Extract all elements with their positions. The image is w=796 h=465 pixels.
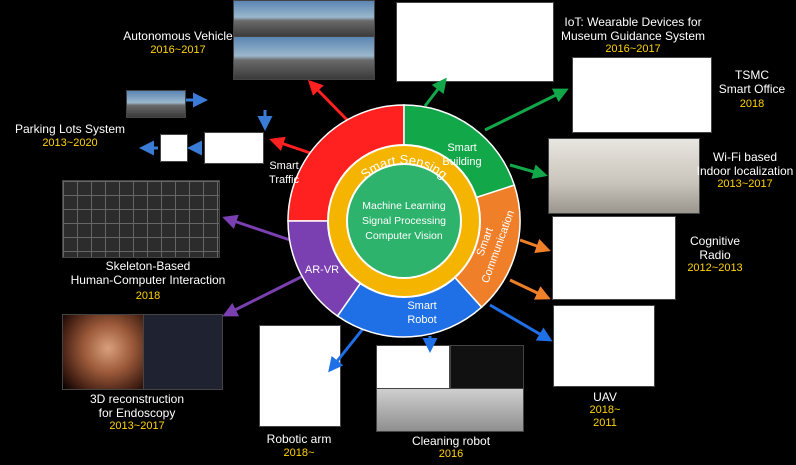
endoscopy-years: 2013~2017 xyxy=(109,420,165,432)
parking-years: 2013~2020 xyxy=(42,137,98,149)
iot-title: IoT: Wearable Devices for Museum Guidanc… xyxy=(560,15,706,43)
tsmc-smart-office-image xyxy=(572,57,712,133)
endoscopy-3d-image xyxy=(143,314,223,390)
arrow-wifi xyxy=(509,163,548,179)
sector-label-arvr: AR-VR xyxy=(305,264,339,276)
cognitive-radio-title: Cognitive Radio xyxy=(689,234,741,262)
parking-lot-layout-image xyxy=(204,132,264,164)
cleaning-robot-floor-image xyxy=(376,388,524,432)
robotic-arm-image xyxy=(259,325,341,427)
wifi-years: 2013~2017 xyxy=(717,178,773,190)
cleaning-robot-years: 2016 xyxy=(438,448,464,460)
iot-years: 2016~2017 xyxy=(605,43,661,55)
arrow-endoscopy xyxy=(222,273,306,317)
wifi-localization-image xyxy=(548,138,700,214)
uav-title: UAV xyxy=(593,390,617,404)
core-line-2: Signal Processing xyxy=(362,215,446,227)
uav-years: 2018~ 2011 xyxy=(589,404,621,429)
tsmc-title: TSMC Smart Office xyxy=(718,68,786,96)
arrow-radio-2 xyxy=(509,278,551,300)
robotic-arm-title: Robotic arm xyxy=(266,432,332,446)
cleaning-robot-map-image xyxy=(376,345,450,389)
parking-camera-view-image xyxy=(126,90,186,118)
arrow-tsmc xyxy=(484,88,569,132)
arrow-iot xyxy=(423,77,447,107)
autonomous-vehicle-title: Autonomous Vehicle xyxy=(123,29,233,43)
cognitive-radio-image xyxy=(552,216,676,300)
parking-app-image xyxy=(160,134,188,162)
skeleton-hci-image xyxy=(62,180,220,258)
arrow-uav xyxy=(489,303,553,342)
cleaning-robot-dark-image xyxy=(450,345,524,389)
skeleton-hci-title: Skeleton-Based Human-Computer Interactio… xyxy=(70,259,226,287)
parking-title: Parking Lots System xyxy=(14,122,126,136)
arrow-radio xyxy=(519,238,551,254)
autonomous-vehicle-road-image xyxy=(233,36,375,80)
autonomous-vehicle-years: 2016~2017 xyxy=(150,44,206,56)
core-circle xyxy=(346,163,462,279)
autonomous-vehicle-segmentation-image xyxy=(233,0,375,38)
tsmc-years: 2018 xyxy=(739,98,765,110)
skeleton-hci-years: 2018 xyxy=(135,290,161,302)
core-line-1: Machine Learning xyxy=(362,200,446,212)
cognitive-radio-years: 2012~2013 xyxy=(687,262,743,274)
core-line-3: Computer Vision xyxy=(365,230,443,242)
endoscopy-title: 3D reconstruction for Endoscopy xyxy=(89,392,185,420)
robotic-arm-years: 2018~ xyxy=(283,447,315,459)
endoscopy-image xyxy=(62,314,146,390)
iot-museum-image xyxy=(396,2,554,82)
cleaning-robot-title: Cleaning robot xyxy=(411,434,491,448)
arrow-skeleton xyxy=(222,214,291,242)
parking-flow-arrows xyxy=(139,92,273,156)
uav-image xyxy=(553,305,655,387)
wifi-title: Wi-Fi based Indoor localization xyxy=(696,150,794,178)
